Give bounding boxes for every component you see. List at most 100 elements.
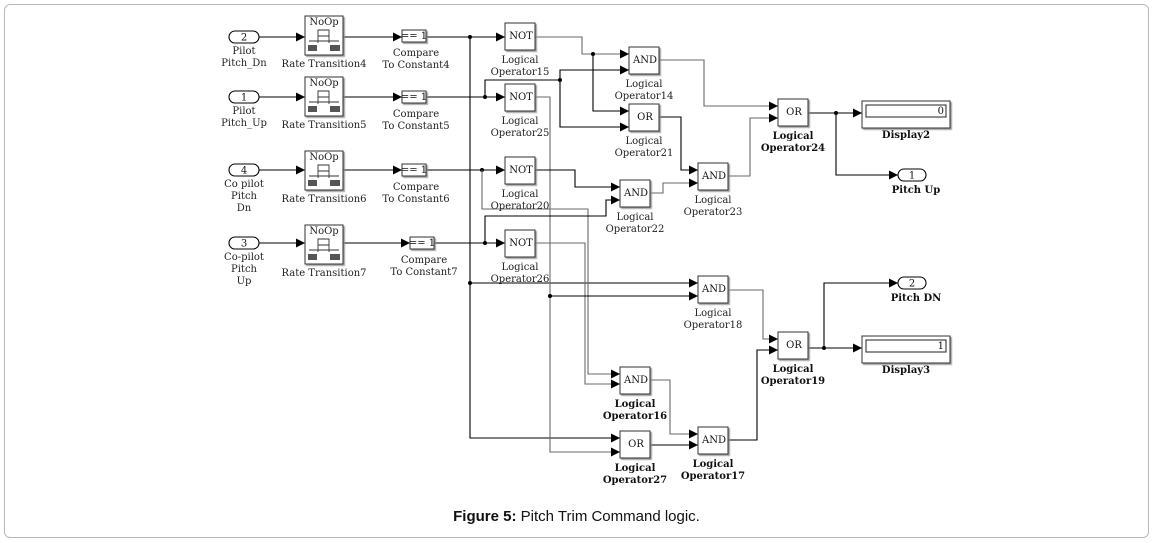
compare-text: == 1 (401, 165, 427, 176)
logic-box (504, 83, 536, 112)
inport-shape (228, 236, 260, 250)
logic-box (619, 366, 651, 395)
compare-box (401, 90, 427, 104)
compare-label: To Constant5 (382, 121, 449, 132)
rate-transition-icon (330, 45, 340, 51)
figure-frame (4, 4, 1149, 538)
logic-label: Operator16 (603, 411, 667, 422)
logic-label: Operator19 (761, 376, 825, 387)
logic-op-text: NOT (509, 92, 533, 103)
inport-label: Co-pilot (224, 252, 264, 263)
rate-transition-icon (308, 106, 317, 112)
signal-line (728, 113, 778, 177)
signal-line (659, 116, 698, 175)
logic-label: Operator14 (615, 91, 674, 102)
display-value: 1 (938, 341, 944, 352)
outport-label: Pitch Up (892, 185, 941, 196)
signal-line (484, 195, 620, 243)
inport-label: Pitch (231, 264, 258, 275)
compare-text: == 1 (409, 238, 435, 249)
inport-label: Pitch (231, 191, 258, 202)
inport-label: Pitch_Dn (221, 58, 267, 69)
compare-text: == 1 (401, 31, 427, 42)
signal-line (469, 37, 620, 443)
display-field (865, 104, 947, 118)
logic-label: Operator26 (491, 274, 550, 285)
logic-op-text: OR (786, 340, 802, 351)
rate-transition-label: Rate Transition6 (281, 194, 366, 205)
rate-transition-label: Rate Transition4 (281, 59, 366, 70)
display-value: 0 (938, 106, 944, 117)
outport-shape (897, 276, 927, 290)
rate-transition-header: NoOp (309, 152, 338, 163)
logic-op-text: OR (628, 439, 644, 450)
rate-transition-icon (308, 45, 317, 51)
compare-label: To Constant6 (382, 194, 449, 205)
rate-transition-icon (308, 254, 317, 260)
rate-transition-label: Rate Transition5 (281, 120, 366, 131)
inport-number: 2 (241, 33, 247, 44)
signal-line (535, 96, 620, 457)
logic-label: Logical (693, 459, 734, 470)
logic-box (504, 22, 536, 51)
signal-line (659, 59, 778, 111)
logic-box (504, 156, 536, 185)
rate-transition-header: NoOp (309, 17, 338, 28)
logic-box (697, 426, 729, 455)
signal-lines (259, 32, 898, 457)
logic-op-text: AND (632, 55, 657, 66)
rate-transition-header: NoOp (309, 226, 338, 237)
rate-transition-icon (330, 254, 340, 260)
logic-box (619, 179, 651, 208)
display-label: Display2 (882, 130, 930, 141)
logic-op-text: OR (786, 107, 802, 118)
logic-op-text: AND (623, 375, 648, 386)
logic-label: Logical (773, 131, 814, 142)
compare-label: To Constant4 (382, 60, 449, 71)
compare-box (401, 29, 427, 43)
logic-label: Operator24 (761, 143, 825, 154)
rate-transition-icon (309, 29, 339, 43)
logic-op-text: OR (637, 112, 653, 123)
inport-shape (228, 30, 260, 44)
inport-number: 3 (241, 239, 247, 250)
inport-shape (228, 90, 260, 104)
outport-number: 1 (909, 171, 915, 182)
logic-op-text: NOT (509, 165, 533, 176)
signal-line (535, 36, 629, 59)
rate-transition-icon (330, 106, 340, 112)
signal-line (823, 278, 898, 348)
logic-label: Operator17 (681, 471, 745, 482)
logic-label: Logical (616, 212, 653, 223)
inport-label: Co pilot (224, 179, 264, 190)
caption-label: Figure 5: (453, 508, 517, 525)
compare-label: Compare (401, 255, 447, 266)
compare-box (401, 163, 427, 177)
logic-label: Logical (615, 399, 656, 410)
outport-number: 2 (909, 279, 915, 290)
logic-label: Operator27 (603, 475, 667, 486)
logic-label: Logical (773, 364, 814, 375)
logic-label: Operator23 (684, 207, 743, 218)
